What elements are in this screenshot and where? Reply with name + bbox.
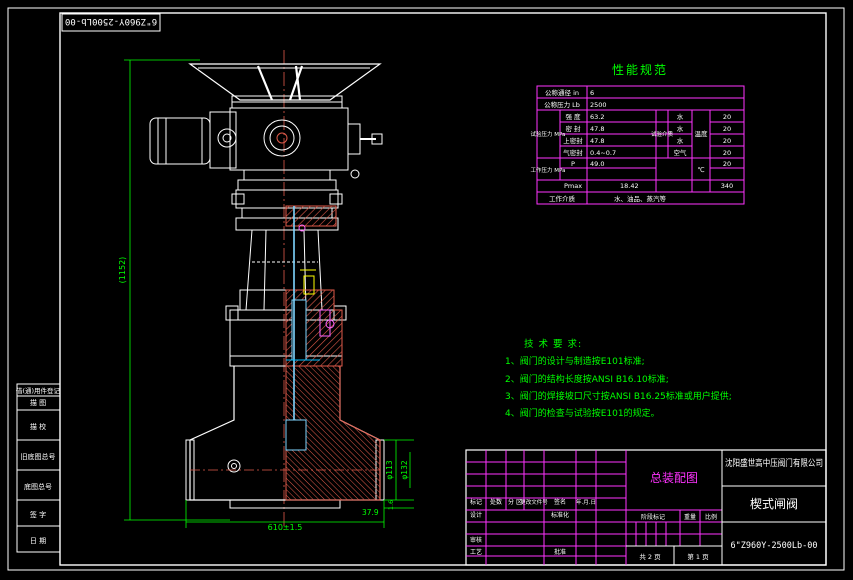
inner-frame bbox=[59, 12, 827, 566]
tb-col-header: 分 区 bbox=[508, 498, 522, 506]
dim-d1: φ113 bbox=[385, 460, 394, 479]
spec-row-temp: 20 bbox=[723, 137, 731, 145]
drawing-code: 6"Z960Y-2500Lb-00 bbox=[731, 541, 818, 551]
tech-requirements: 技 术 要 求: 1、阀门的设计与制造按E101标准; 2、阀门的结构长度按AN… bbox=[505, 338, 732, 419]
dim-length: 610±1.5 bbox=[268, 523, 303, 532]
tech-item: 3、阀门的焊接坡口尺寸按ANSI B16.25标准或用户提供; bbox=[505, 390, 732, 402]
spec-row-name: 气密封 bbox=[563, 148, 583, 157]
spec-row-temp: 20 bbox=[723, 113, 731, 121]
title-block-text: 标记 处数 分 区 更改文件号 签名 年.月.日 设计 标准化 审核 工艺 批准… bbox=[470, 457, 823, 561]
spec-group: 试验压力 MPa bbox=[531, 130, 566, 138]
left-label: 旧底图总号 bbox=[21, 452, 56, 461]
tech-title: 技 术 要 求: bbox=[524, 338, 582, 350]
left-block: 借(通)用件登记 描 图 描 校 旧底图总号 底图总号 签 字 日 期 bbox=[16, 383, 61, 553]
spec-group: 工作压力 MPa bbox=[531, 166, 566, 174]
spec-value: 2500 bbox=[590, 101, 607, 109]
spec-row-name: P bbox=[571, 160, 575, 168]
spec-row-value: 63.2 bbox=[590, 113, 604, 121]
dimensions bbox=[124, 59, 414, 528]
tb-stage-header: 重量 bbox=[684, 513, 696, 521]
tb-row-label: 审核 bbox=[470, 536, 482, 544]
spec-unit: ℃ bbox=[697, 166, 704, 174]
tb-row-label: 批准 bbox=[554, 548, 566, 556]
outer-frame bbox=[7, 7, 845, 571]
spec-row-name: 密 封 bbox=[565, 124, 581, 133]
tb-col-header: 处数 bbox=[490, 498, 502, 506]
spec-label: 公称压力 Lb bbox=[544, 100, 580, 109]
tb-col-header: 更改文件号 bbox=[520, 498, 548, 506]
spec-row-value: 47.8 bbox=[590, 125, 604, 133]
left-label: 借(通)用件登记 bbox=[16, 386, 61, 395]
drawing-name: 总装配图 bbox=[650, 471, 698, 485]
tech-item: 1、阀门的设计与制造按E101标准; bbox=[505, 355, 645, 367]
spec-row-name: Pmax bbox=[564, 182, 582, 190]
valve-section bbox=[285, 205, 381, 501]
tb-row-label: 标准化 bbox=[551, 511, 569, 519]
spec-row-name: 强 度 bbox=[565, 112, 581, 121]
spec-table bbox=[536, 85, 745, 205]
left-label: 底图总号 bbox=[24, 482, 52, 491]
tb-col-header: 标记 bbox=[470, 498, 482, 506]
tb-row-label: 设计 bbox=[470, 511, 482, 519]
drawing-code-mirrored: 6"Z960Y-2500Lb-00 bbox=[65, 16, 157, 26]
spec-row-temp: 20 bbox=[723, 160, 731, 168]
spec-row-temp: 20 bbox=[723, 125, 731, 133]
title-block bbox=[465, 449, 827, 566]
spec-row-value: 49.0 bbox=[590, 160, 604, 168]
spec-row-name: 上密封 bbox=[563, 136, 583, 145]
tb-col-header: 签名 bbox=[554, 498, 566, 506]
left-label: 日 期 bbox=[30, 537, 46, 545]
left-label: 描 图 bbox=[30, 398, 46, 407]
spec-value: 水、油品、蒸汽等 bbox=[614, 194, 667, 203]
tech-item: 4、阀门的检查与试验按E101的规定。 bbox=[505, 407, 660, 419]
tb-col-header: 年.月.日 bbox=[576, 498, 596, 506]
product-name: 楔式闸阀 bbox=[750, 497, 798, 511]
spec-text: 公称通径 in 6 公称压力 Lb 2500 试验压力 MPa 强 度 63.2… bbox=[531, 88, 734, 203]
spec-label: 工作介质 bbox=[549, 194, 576, 203]
dim-d3: 37.9 bbox=[362, 508, 379, 517]
spec-row-value: 0.4~0.7 bbox=[590, 149, 616, 157]
left-label: 签 字 bbox=[30, 510, 46, 519]
dim-height: (1152) bbox=[118, 257, 127, 284]
spec-row-medium: 水 bbox=[677, 136, 684, 145]
dim-d4: 1.6 bbox=[387, 500, 395, 510]
tb-row-label: 工艺 bbox=[470, 548, 482, 556]
spec-row-value: 18.42 bbox=[620, 182, 639, 190]
spec-row-temp: 20 bbox=[723, 149, 731, 157]
company-name: 沈阳盛世高中压阀门有限公司 bbox=[725, 457, 823, 469]
dim-d2: φ132 bbox=[400, 460, 409, 479]
spec-group: 温度 bbox=[695, 129, 709, 138]
tb-stage-header: 阶段标记 bbox=[641, 513, 665, 521]
spec-row-value: 47.8 bbox=[590, 137, 604, 145]
spec-title: 性能规范 bbox=[612, 62, 668, 77]
tb-stage-header: 比例 bbox=[705, 513, 717, 521]
spec-row-medium: 水 bbox=[677, 124, 684, 133]
spec-row-medium: 空气 bbox=[674, 148, 688, 157]
left-label: 描 校 bbox=[30, 422, 46, 431]
sheet-count: 共 2 页 bbox=[639, 552, 661, 561]
spec-label: 公称通径 in bbox=[545, 88, 579, 97]
spec-row-temp: 340 bbox=[721, 182, 733, 190]
spec-value: 6 bbox=[590, 89, 594, 97]
sheet-number: 第 1 页 bbox=[687, 552, 709, 561]
spec-row-medium: 水 bbox=[677, 112, 684, 121]
spec-group: 试验介质 bbox=[651, 130, 674, 138]
tech-item: 2、阀门的结构长度按ANSI B16.10标准; bbox=[505, 373, 669, 385]
